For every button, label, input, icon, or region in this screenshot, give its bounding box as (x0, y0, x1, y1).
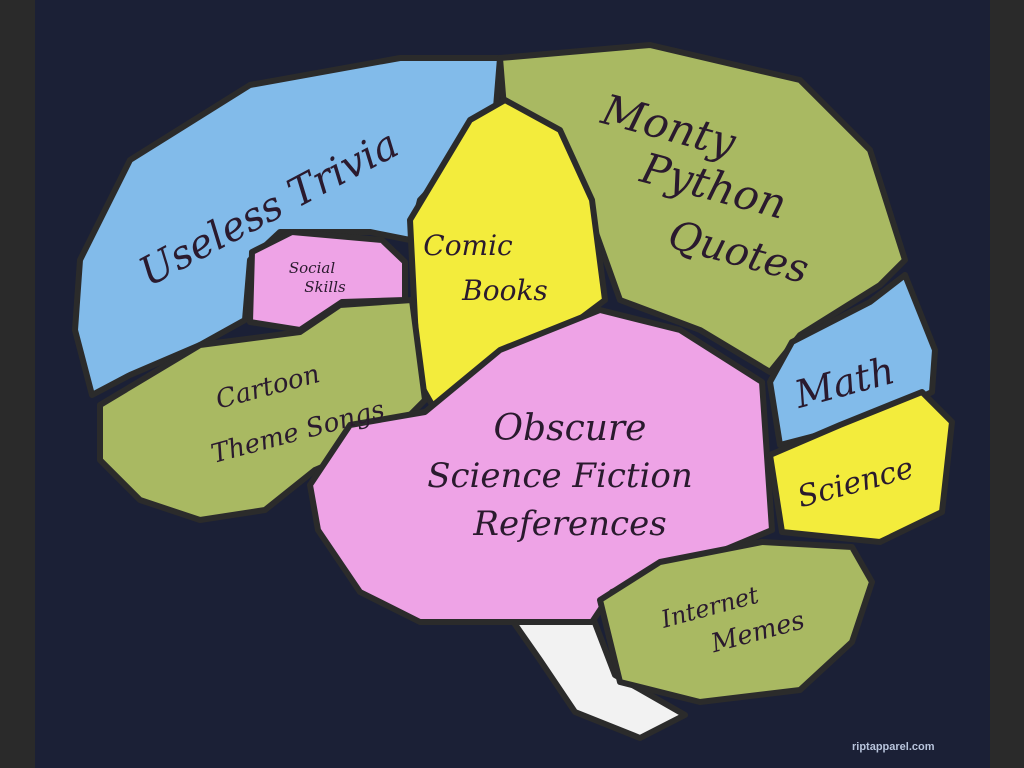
label-obscure-2: Science Fiction (427, 456, 693, 496)
region-science (767, 389, 955, 545)
label-social-skills-1: Social (289, 259, 335, 277)
region-internet-memes (597, 539, 875, 705)
label-comic-books-2: Books (461, 274, 548, 307)
label-social-skills-2: Skills (304, 278, 346, 296)
region-useless-trivia (72, 55, 503, 398)
label-comic-books-1: Comic (423, 229, 513, 262)
label-obscure-1: Obscure (494, 408, 647, 449)
region-social-skills (247, 229, 408, 333)
watermark: riptapparel.com (852, 741, 935, 753)
label-obscure-3: References (472, 504, 666, 544)
